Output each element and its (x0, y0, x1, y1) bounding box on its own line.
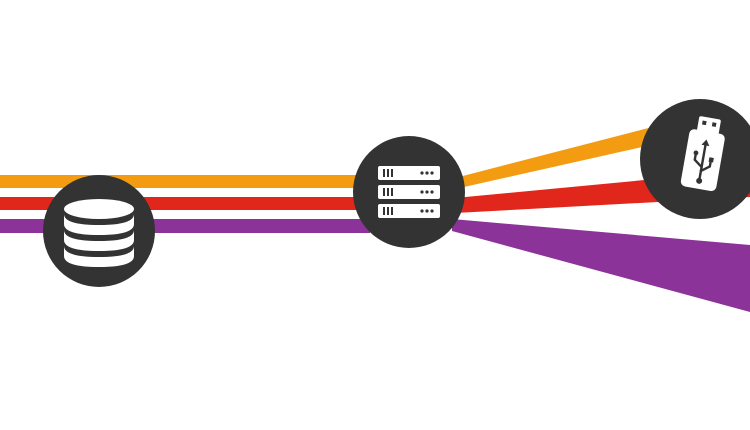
database-icon (43, 175, 155, 287)
usb-node (640, 99, 750, 219)
database-node (43, 175, 155, 287)
orange-stream-right (455, 125, 660, 189)
purple-stream-right (452, 219, 750, 312)
usb-drive-icon (640, 99, 750, 219)
server-rack-icon (353, 136, 465, 248)
server-node (353, 136, 465, 248)
